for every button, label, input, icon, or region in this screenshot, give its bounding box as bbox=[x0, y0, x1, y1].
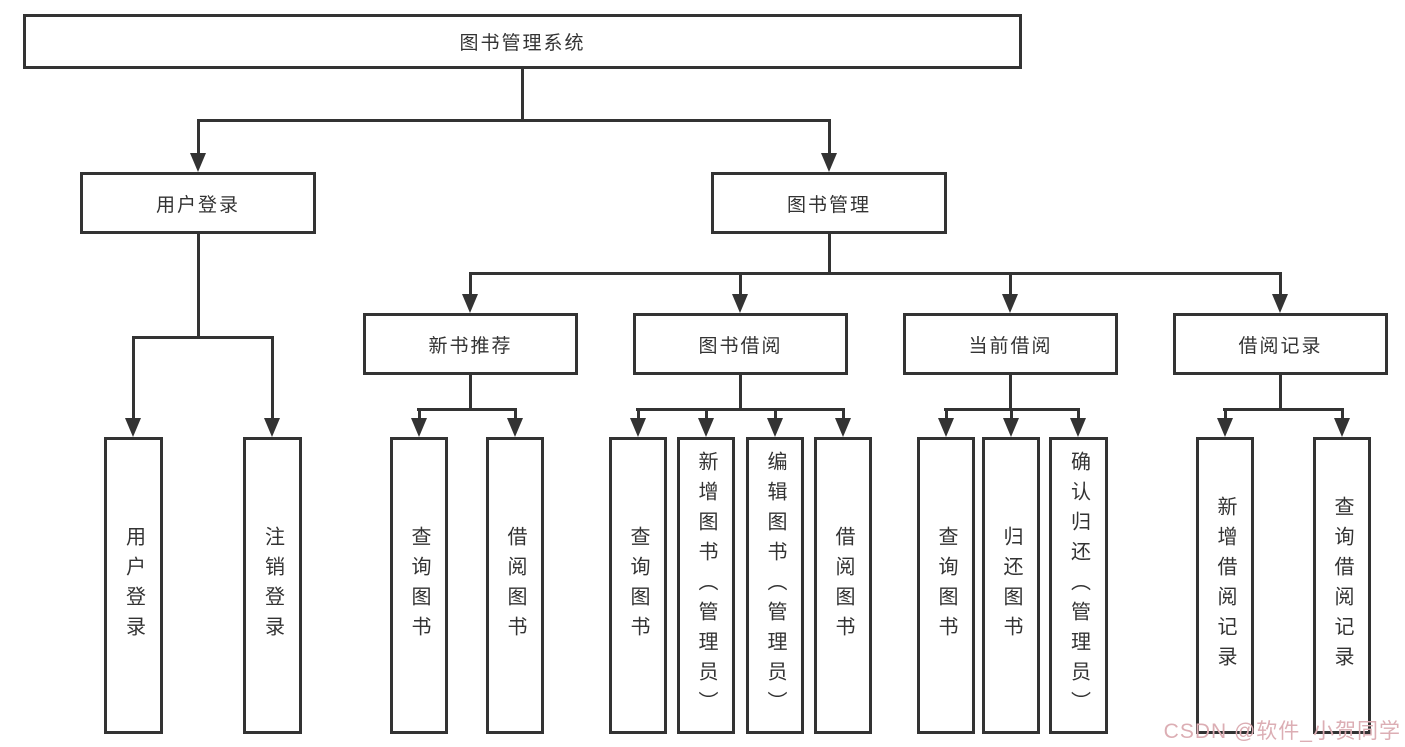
edge-current-borrow-stem bbox=[1009, 375, 1012, 411]
edge-leaf-stem bbox=[418, 408, 421, 420]
edge-to-borrow-records bbox=[1279, 272, 1282, 296]
arrow-down-icon bbox=[835, 418, 851, 437]
node-borrow-records: 借阅记录 bbox=[1173, 313, 1388, 375]
node-book-borrow: 图书借阅 bbox=[633, 313, 848, 375]
arrow-down-icon bbox=[507, 418, 523, 437]
leaf-add-borrow-record: 新增借阅记录 bbox=[1196, 437, 1254, 734]
arrow-down-icon bbox=[1070, 418, 1086, 437]
arrow-down-icon bbox=[1002, 294, 1018, 313]
edge-to-leaf-logout bbox=[271, 336, 274, 420]
edge-new-books-bar bbox=[417, 408, 517, 411]
edge-book-manage-stem bbox=[828, 234, 831, 275]
edge-root-stem bbox=[521, 69, 524, 122]
edge-new-books-stem bbox=[469, 375, 472, 411]
leaf-logout: 注销登录 bbox=[243, 437, 302, 734]
arrow-down-icon bbox=[630, 418, 646, 437]
edge-leaf-stem bbox=[514, 408, 517, 420]
arrow-down-icon bbox=[411, 418, 427, 437]
edge-leaf-stem bbox=[1341, 408, 1344, 420]
edge-level3-bar bbox=[469, 272, 1282, 275]
edge-to-current-borrow bbox=[1009, 272, 1012, 296]
leaf-search-books: 查询图书 bbox=[390, 437, 448, 734]
edge-to-book-borrow bbox=[739, 272, 742, 296]
leaf-add-books-admin: 新增图书（管理员） bbox=[677, 437, 735, 734]
arrow-down-icon bbox=[1003, 418, 1019, 437]
node-user-login: 用户登录 bbox=[80, 172, 316, 234]
edge-user-login-bar bbox=[132, 336, 274, 339]
edge-to-book-manage bbox=[828, 119, 831, 156]
edge-borrow-records-stem bbox=[1279, 375, 1282, 411]
leaf-return-books: 归还图书 bbox=[982, 437, 1040, 734]
node-current-borrow: 当前借阅 bbox=[903, 313, 1118, 375]
arrow-down-icon bbox=[767, 418, 783, 437]
edge-to-leaf-login bbox=[132, 336, 135, 420]
edge-leaf-stem bbox=[842, 408, 845, 420]
arrow-down-icon bbox=[125, 418, 141, 437]
arrow-down-icon bbox=[938, 418, 954, 437]
leaf-borrow-books: 借阅图书 bbox=[814, 437, 872, 734]
watermark: CSDN @软件_小贺同学 bbox=[1163, 720, 1401, 743]
edge-level1-bar bbox=[197, 119, 831, 122]
leaf-search-borrow-record: 查询借阅记录 bbox=[1313, 437, 1371, 734]
arrow-down-icon bbox=[1217, 418, 1233, 437]
arrow-down-icon bbox=[462, 294, 478, 313]
arrow-down-icon bbox=[1334, 418, 1350, 437]
arrow-down-icon bbox=[190, 153, 206, 172]
node-library-system: 图书管理系统 bbox=[23, 14, 1022, 69]
leaf-edit-books-admin: 编辑图书（管理员） bbox=[746, 437, 804, 734]
edge-leaf-stem bbox=[637, 408, 640, 420]
edge-to-new-books bbox=[469, 272, 472, 296]
edge-leaf-stem bbox=[1077, 408, 1080, 420]
arrow-down-icon bbox=[821, 153, 837, 172]
edge-leaf-stem bbox=[1010, 408, 1013, 420]
arrow-down-icon bbox=[1272, 294, 1288, 313]
arrow-down-icon bbox=[264, 418, 280, 437]
node-book-manage: 图书管理 bbox=[711, 172, 947, 234]
leaf-search-books: 查询图书 bbox=[609, 437, 667, 734]
edge-leaf-stem bbox=[1224, 408, 1227, 420]
node-new-books: 新书推荐 bbox=[363, 313, 578, 375]
edge-leaf-stem bbox=[705, 408, 708, 420]
arrow-down-icon bbox=[732, 294, 748, 313]
leaf-search-books: 查询图书 bbox=[917, 437, 975, 734]
edge-leaf-stem bbox=[945, 408, 948, 420]
leaf-user-login: 用户登录 bbox=[104, 437, 163, 734]
edge-book-borrow-bar bbox=[636, 408, 845, 411]
edge-book-borrow-stem bbox=[739, 375, 742, 411]
leaf-borrow-books: 借阅图书 bbox=[486, 437, 544, 734]
edge-user-login-stem bbox=[197, 234, 200, 336]
edge-borrow-records-bar bbox=[1223, 408, 1343, 411]
arrow-down-icon bbox=[698, 418, 714, 437]
edge-to-user-login bbox=[197, 119, 200, 156]
leaf-confirm-return-admin: 确认归还（管理员） bbox=[1049, 437, 1108, 734]
edge-leaf-stem bbox=[774, 408, 777, 420]
